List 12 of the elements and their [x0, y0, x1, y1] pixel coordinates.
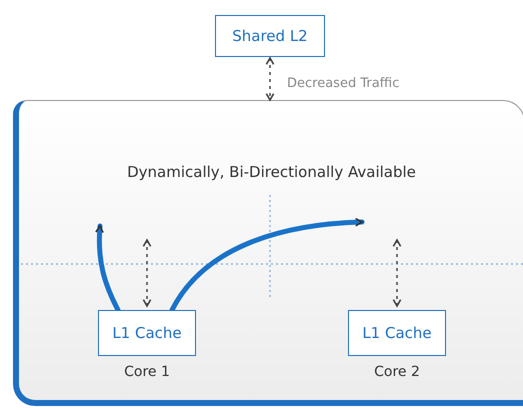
- arrow: [142, 239, 152, 307]
- core-label: Core 1: [123, 364, 171, 380]
- arrow: [266, 57, 274, 101]
- cache-box: L1 Cache: [98, 310, 196, 356]
- cache-box: L1 Cache: [348, 310, 446, 356]
- panel-heading: Dynamically, Bi-Directionally Available: [126, 163, 417, 181]
- arrow: [95, 224, 120, 312]
- core-label: Core 2: [373, 364, 421, 380]
- arrow: [392, 239, 402, 307]
- arrow: [170, 218, 364, 312]
- cache-box: Shared L2: [215, 15, 325, 57]
- core-panel: [13, 100, 523, 406]
